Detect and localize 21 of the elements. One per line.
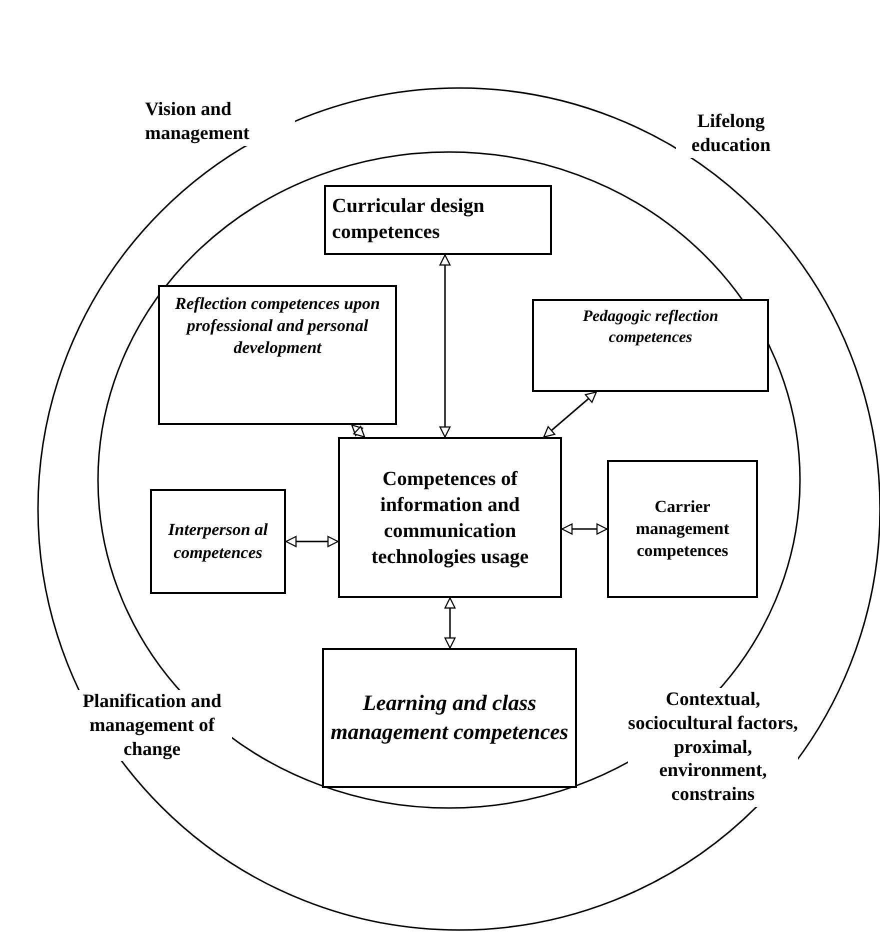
double-arrow (543, 391, 597, 438)
box-text: Curricular design competences (332, 194, 486, 245)
ring-label: Contextual, sociocultural factors, proximal, environment, constrains (628, 688, 798, 807)
competence-box (158, 285, 397, 425)
box-text: Learning and class management competences (330, 689, 569, 746)
competence-box (607, 460, 758, 598)
double-arrow (444, 597, 456, 649)
double-arrow (285, 536, 339, 548)
box-text: Competences of information and communication technologies usage (370, 466, 530, 570)
box-text: Interperson al competences (167, 519, 269, 564)
double-arrow (561, 523, 608, 535)
double-arrow (351, 424, 366, 438)
competence-box (150, 489, 286, 594)
double-arrow (439, 254, 451, 438)
box-text: Reflection competences upon professional and personal development (174, 293, 381, 360)
competence-box (338, 437, 562, 598)
competence-box (322, 648, 577, 788)
box-text: Pedagogic reflection competences (582, 307, 720, 348)
competence-box (532, 299, 769, 392)
box-text: Carrier management competences (634, 496, 730, 562)
competence-box (324, 185, 552, 255)
